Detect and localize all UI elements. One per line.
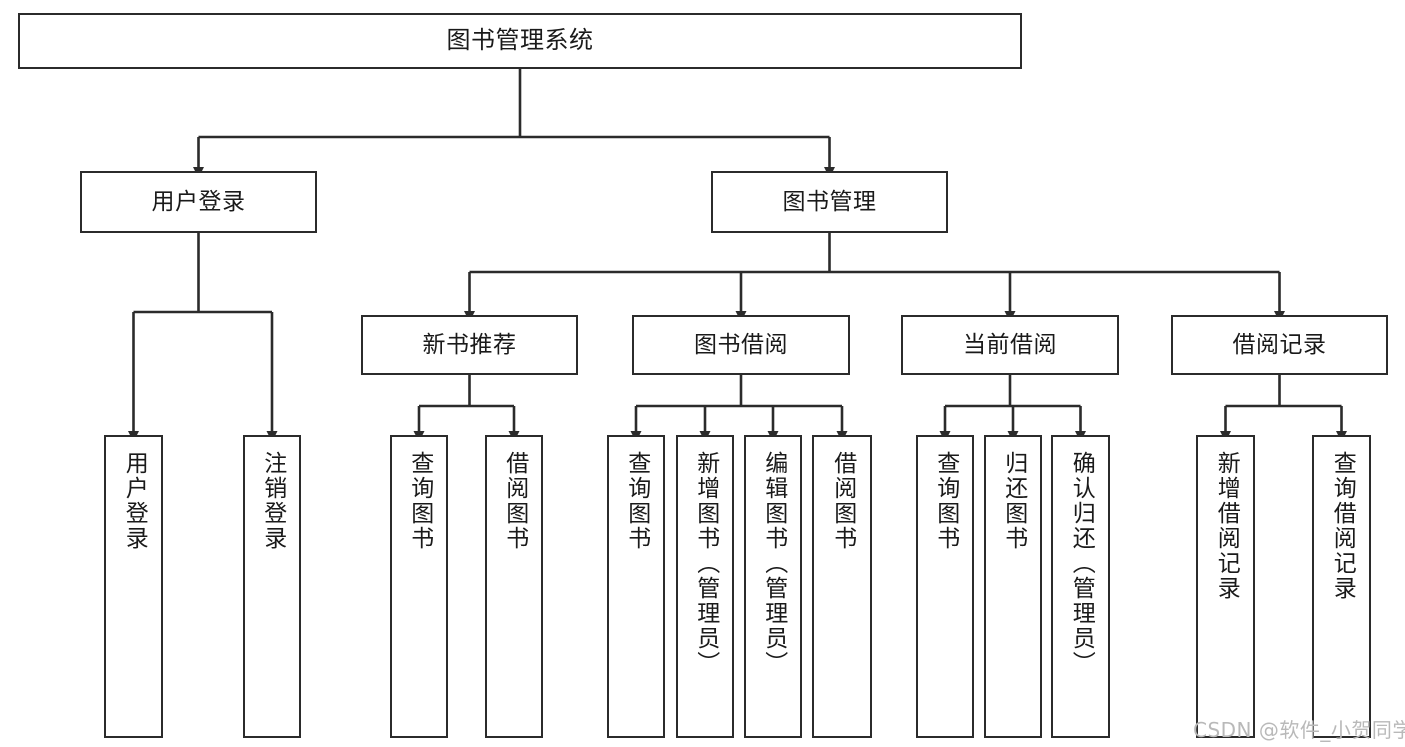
node-label: 归还图书 (1000, 451, 1027, 551)
csdn-watermark: CSDN @软件_小贺同学 (1193, 718, 1405, 742)
node-label: 确认归还（管理员） (1068, 451, 1095, 676)
node-label: 借阅记录 (1232, 331, 1327, 358)
node-label: 新书推荐 (422, 331, 517, 358)
leaf-node-leaf-edit-book[interactable]: 编辑图书（管理员） (744, 435, 802, 738)
level2-node-book-manage[interactable]: 图书管理 (711, 171, 948, 233)
leaf-node-leaf-logout-login[interactable]: 注销登录 (243, 435, 301, 738)
node-label: 查询借阅记录 (1329, 451, 1356, 601)
node-label: 图书管理系统 (446, 26, 594, 55)
level3-node-new-book-recommend[interactable]: 新书推荐 (361, 315, 578, 375)
node-label: 用户登录 (151, 188, 246, 215)
leaf-node-leaf-query-book-3[interactable]: 查询图书 (916, 435, 974, 738)
node-label: 当前借阅 (963, 331, 1057, 358)
node-label: 新增图书（管理员） (692, 451, 719, 676)
node-label: 查询图书 (623, 451, 650, 551)
leaf-node-leaf-user-login[interactable]: 用户登录 (104, 435, 163, 738)
level2-node-user-login[interactable]: 用户登录 (80, 171, 317, 233)
leaf-node-leaf-query-book-2[interactable]: 查询图书 (607, 435, 665, 738)
leaf-node-leaf-return-book[interactable]: 归还图书 (984, 435, 1042, 738)
leaf-node-leaf-borrow-book-1[interactable]: 借阅图书 (485, 435, 543, 738)
leaf-node-leaf-add-borrow-record[interactable]: 新增借阅记录 (1196, 435, 1255, 738)
node-label: 新增借阅记录 (1213, 451, 1240, 601)
leaf-node-leaf-query-borrow-record[interactable]: 查询借阅记录 (1312, 435, 1371, 738)
node-label: 图书借阅 (694, 331, 788, 358)
node-label: 查询图书 (406, 451, 433, 551)
node-label: 借阅图书 (829, 451, 856, 551)
level3-node-borrow-record[interactable]: 借阅记录 (1171, 315, 1388, 375)
node-label: 用户登录 (121, 451, 148, 551)
level3-node-current-borrow[interactable]: 当前借阅 (901, 315, 1119, 375)
leaf-node-leaf-confirm-return[interactable]: 确认归还（管理员） (1051, 435, 1110, 738)
leaf-node-leaf-query-book-1[interactable]: 查询图书 (390, 435, 448, 738)
root-node-book-management-system[interactable]: 图书管理系统 (18, 13, 1022, 69)
leaf-node-leaf-borrow-book-2[interactable]: 借阅图书 (812, 435, 872, 738)
node-label: 查询图书 (932, 451, 959, 551)
node-label: 注销登录 (259, 451, 286, 551)
node-label: 图书管理 (782, 188, 877, 215)
node-label: 编辑图书（管理员） (760, 451, 787, 676)
node-label: 借阅图书 (501, 451, 528, 551)
leaf-node-leaf-add-book[interactable]: 新增图书（管理员） (676, 435, 734, 738)
level3-node-book-borrow[interactable]: 图书借阅 (632, 315, 850, 375)
